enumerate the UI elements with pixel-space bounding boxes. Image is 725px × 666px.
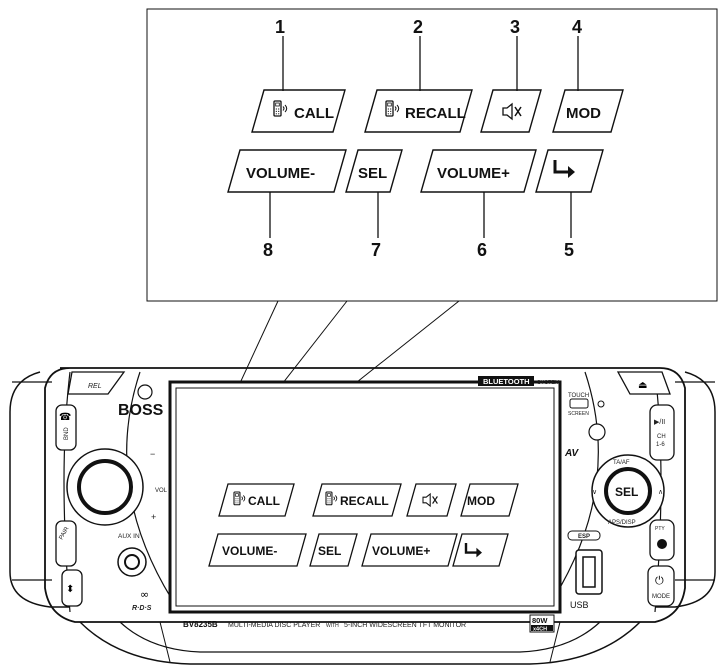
mode-button[interactable] [647, 565, 675, 607]
right-controls: ⏏ TOUCH SCREEN AV ▶/II CH 1-6 SEL TA/AF … [564, 371, 675, 610]
play-pause-button[interactable] [649, 404, 675, 461]
pty-label: PTY [655, 526, 665, 532]
indicator-led [597, 400, 605, 408]
screen-mod-label: MOD [467, 494, 495, 508]
callout-mod-label: MOD [566, 105, 601, 122]
esp-badge [567, 530, 601, 541]
power-icon: ⏻ [655, 574, 664, 587]
screen-recall-button[interactable]: RECALL [312, 483, 402, 517]
watt-bottom-bg [531, 625, 553, 631]
pair-button[interactable] [55, 520, 77, 567]
model-with: WITH [326, 623, 339, 629]
av-logo: AV [564, 448, 579, 459]
watt-top: 80W [532, 616, 548, 625]
screen-call-button[interactable]: CALL [218, 483, 295, 517]
screen-volume-minus-button[interactable]: VOLUME- [208, 533, 307, 567]
sel-right-arrow-icon: ∧ [658, 489, 663, 496]
eject-icon: ⏏ [638, 380, 647, 391]
bnd-button[interactable] [55, 404, 77, 451]
sel-dial-top-label: TA/AF [613, 460, 630, 466]
callout-mod-button: MOD [552, 89, 624, 133]
model-strip: BV8235B MULTI-MEDIA DISC PLAYER WITH 5-I… [183, 614, 555, 633]
pty-icon [657, 539, 667, 549]
head-unit [9, 367, 716, 665]
model-number: BV8235B [183, 620, 218, 629]
screen-mod-button[interactable]: MOD [460, 483, 519, 517]
callout-number-3: 3 [510, 17, 520, 37]
knob-minus: − [150, 449, 155, 459]
usb-port[interactable] [582, 556, 596, 588]
callout-number-4: 4 [572, 17, 582, 37]
callout-call-label: CALL [294, 105, 334, 122]
aux-in-label: AUX IN [118, 533, 140, 540]
screen-recall-label: RECALL [340, 494, 389, 508]
eject-button[interactable] [616, 371, 671, 395]
callout-panel: CALL RECALL MOD VOLUME- SEL VOLUME+ [146, 8, 718, 302]
phone-hangup-icon: ☎ [59, 412, 71, 423]
leader-lines [269, 36, 579, 238]
sel-dial[interactable] [604, 467, 652, 515]
callout-return-button [535, 149, 604, 193]
disc-logo-icon: ∞ [140, 588, 149, 601]
screen-volume-plus-label: VOLUME+ [372, 544, 430, 558]
up-down-button[interactable] [61, 569, 83, 607]
model-description: MULTI-MEDIA DISC PLAYER [228, 622, 320, 629]
callout-volume-plus-label: VOLUME+ [437, 165, 510, 182]
screen-sel-button[interactable]: SEL [309, 533, 358, 567]
callout-call-button: CALL [251, 89, 346, 133]
left-controls: REL ☎ BND BOSS − VOL + PAIR ⬍ AUX IN ∞ R… [55, 371, 168, 612]
knob-plus: + [151, 512, 156, 522]
play-pause-icon: ▶/II [654, 419, 665, 426]
bluetooth-badge: BLUETOOTH SYSTEM [478, 376, 560, 386]
callout-mute-button [480, 89, 542, 133]
ch-range-label: 1-6 [656, 442, 665, 448]
callout-number-2: 2 [413, 17, 423, 37]
up-down-icon: ⬍ [66, 584, 74, 595]
touch-screen-logo [569, 398, 589, 409]
sel-dial-bottom-label: APS/DISP [608, 520, 636, 526]
callout-recall-label: RECALL [405, 105, 466, 122]
knob-vol-label: VOL [155, 488, 168, 494]
ir-sensor [137, 384, 153, 400]
callout-number-8: 8 [263, 240, 273, 260]
callout-number-5: 5 [564, 240, 574, 260]
callout-number-1: 1 [275, 17, 285, 37]
screen-call-label: CALL [248, 494, 280, 508]
rel-button[interactable] [67, 371, 126, 395]
brand-logo: BOSS [118, 402, 164, 419]
bluetooth-suffix-text: SYSTEM [537, 380, 560, 386]
bnd-label: BND [64, 427, 70, 440]
watt-bottom: x4CH [533, 627, 547, 633]
touch-label: TOUCH [568, 393, 589, 399]
model-description-2: 5-INCH WIDESCREEN TFT MONITOR [344, 622, 466, 629]
esp-label: ESP [578, 534, 590, 540]
callout-volume-minus-label: VOLUME- [246, 165, 315, 182]
aux-jack-inner [124, 554, 140, 570]
screen-label: SCREEN [568, 411, 589, 417]
volume-knob[interactable] [77, 459, 133, 515]
sel-dial-label: SEL [615, 485, 638, 499]
screen-volume-plus-button[interactable]: VOLUME+ [361, 533, 458, 567]
usb-label: USB [570, 600, 589, 610]
sel-left-arrow-icon: ∨ [592, 489, 597, 496]
screen-mute-button[interactable] [406, 483, 457, 517]
rel-label: REL [88, 383, 102, 390]
callout-sel-button: SEL [345, 149, 403, 193]
callout-volume-plus-button: VOLUME+ [420, 149, 537, 193]
rds-label: R·D·S [132, 605, 152, 612]
ch-label: CH [657, 434, 666, 440]
screen-sel-label: SEL [318, 544, 341, 558]
screen-volume-minus-label: VOLUME- [222, 544, 277, 558]
screen-return-button[interactable] [452, 533, 509, 567]
callout-number-7: 7 [371, 240, 381, 260]
mode-label: MODE [652, 594, 670, 600]
callout-recall-button: RECALL [364, 89, 473, 133]
callout-number-6: 6 [477, 240, 487, 260]
bluetooth-badge-text: BLUETOOTH [483, 377, 530, 386]
callout-sel-label: SEL [358, 165, 387, 182]
callout-volume-minus-button: VOLUME- [227, 149, 347, 193]
reset-button[interactable] [588, 423, 606, 441]
